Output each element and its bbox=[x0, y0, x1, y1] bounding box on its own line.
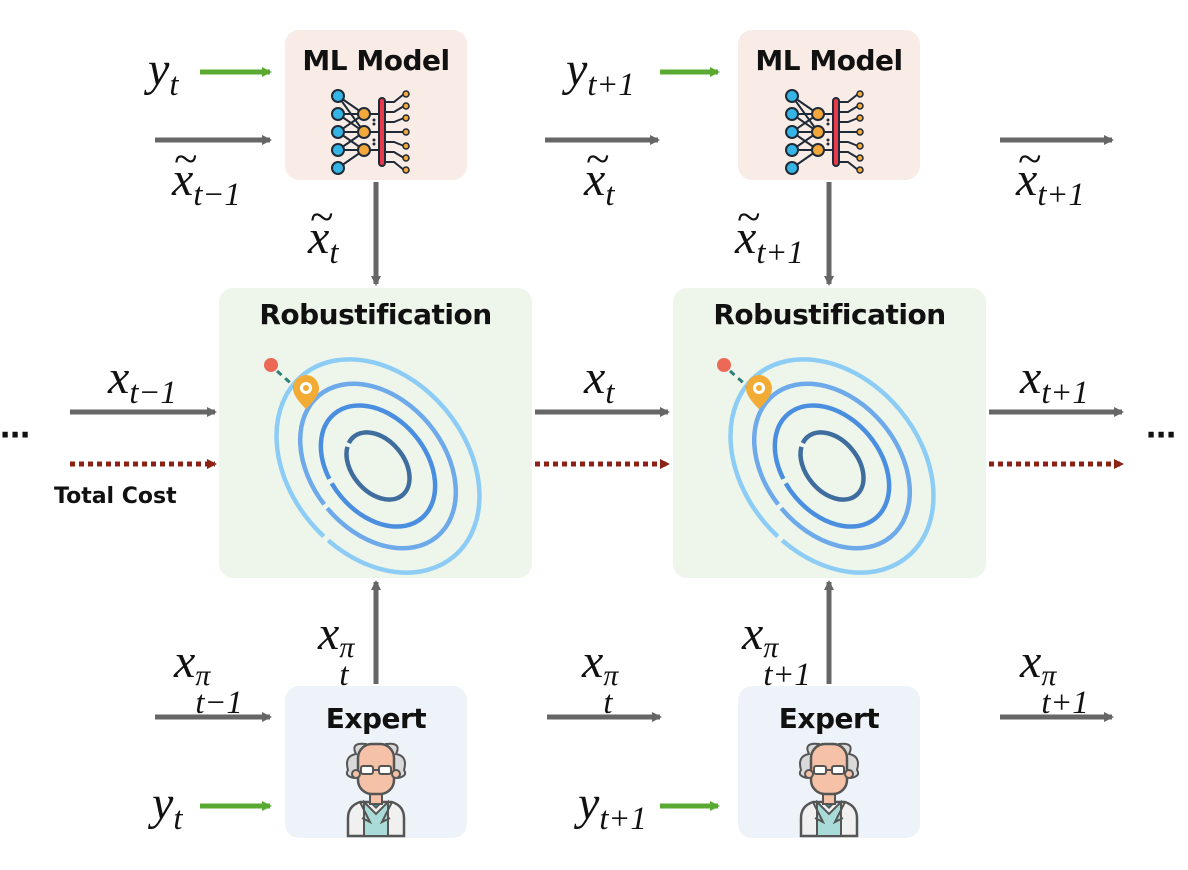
y-t-label-bottom: yt bbox=[152, 777, 183, 838]
xtilde-t-plus-1-out-label: x~t+1 bbox=[1016, 135, 1085, 214]
x-t-label: xt bbox=[584, 351, 615, 412]
expert-title-2: Expert bbox=[778, 702, 880, 735]
expert-title-1: Expert bbox=[325, 702, 427, 735]
y-t-plus-1-label-bottom: yt+1 bbox=[578, 777, 647, 838]
total-cost-label: Total Cost bbox=[54, 484, 177, 509]
ml-model-box-1 bbox=[285, 30, 467, 180]
y-t-label-top: yt bbox=[148, 43, 179, 104]
x-t-minus-1-label: xt−1 bbox=[108, 351, 177, 412]
xtilde-t-minus-1-label: x~t−1 bbox=[172, 135, 241, 214]
ellipsis-left: ⋯ bbox=[0, 418, 34, 453]
robustification-title-1: Robustification bbox=[259, 298, 492, 331]
xtilde-t-mid-label: x~t bbox=[584, 135, 615, 214]
ml-model-title-1: ML Model bbox=[302, 44, 450, 77]
ml-model-title-2: ML Model bbox=[755, 44, 903, 77]
ellipsis-right: ⋯ bbox=[1146, 418, 1180, 453]
x-t-plus-1-label: xt+1 bbox=[1020, 351, 1089, 412]
xtilde-t-down-label: x~t bbox=[308, 193, 339, 272]
xtilde-t-plus-1-down-label: x~t+1 bbox=[735, 193, 804, 272]
y-t-plus-1-label-top: yt+1 bbox=[566, 43, 635, 104]
robustification-title-2: Robustification bbox=[713, 298, 946, 331]
ml-model-box-2 bbox=[738, 30, 920, 180]
